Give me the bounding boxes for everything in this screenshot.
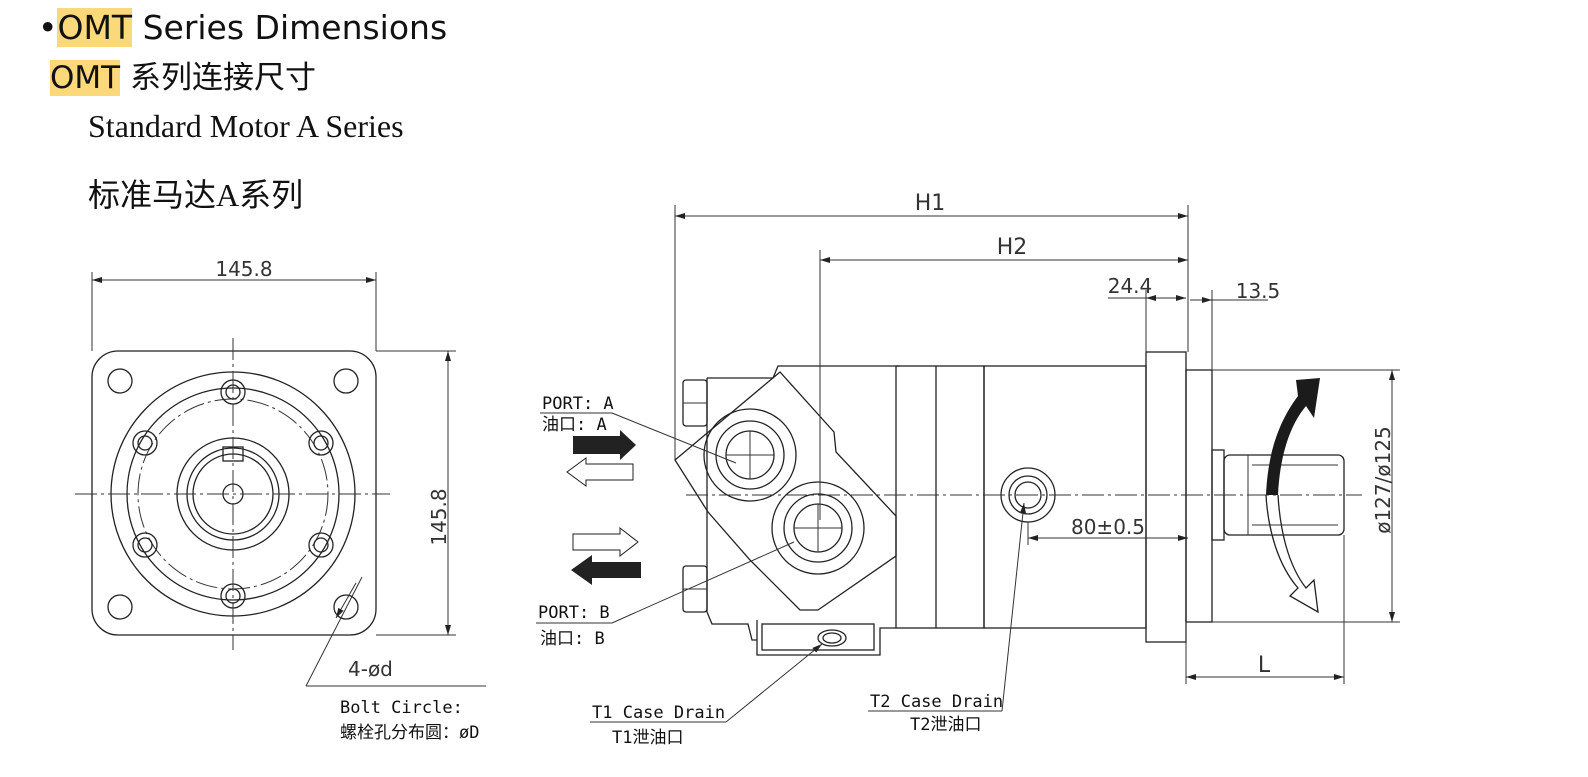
flange-dim: 24.4 <box>1108 274 1153 298</box>
flow-arrow-out-b <box>572 526 639 558</box>
port-a-label-cn: 油口: A <box>542 415 607 435</box>
flow-arrow-in-a <box>573 430 636 460</box>
standard-title-cn: 标准马达A系列 <box>88 177 304 213</box>
front-width-dim: 145.8 <box>215 257 272 281</box>
bullet: • <box>38 8 58 47</box>
side-view: H1 H2 24.4 13.5 80±0.5 ø127/ø125 L <box>536 191 1400 748</box>
pilot-dim: 13.5 <box>1236 279 1281 303</box>
corner-hole <box>107 368 133 394</box>
h1-dim: H1 <box>915 191 946 216</box>
front-height-dim: 145.8 <box>427 488 451 545</box>
series-title: •OMT Series Dimensions <box>38 8 447 47</box>
port-b-boss <box>771 481 865 575</box>
pilot-dia-dim: ø127/ø125 <box>1371 426 1395 534</box>
flange-outline <box>91 350 377 636</box>
port-b-label-cn: 油口: B <box>540 629 605 649</box>
mount-flange <box>1145 351 1187 643</box>
rotation-arrow-outline <box>1265 494 1319 614</box>
port-b-label: PORT: B <box>538 603 610 623</box>
series-cn-highlight: OMT <box>50 60 121 96</box>
t1-label-cn: T1泄油口 <box>612 728 683 748</box>
series-title-cn: OMT 系列连接尺寸 <box>50 52 316 97</box>
bolt-circle-label: Bolt Circle: <box>340 698 463 718</box>
series-highlight: OMT <box>57 8 133 47</box>
t1-label: T1 Case Drain <box>592 703 725 723</box>
corner-hole <box>107 594 133 620</box>
housing-body <box>983 365 1147 629</box>
hole-dim: 4-ød <box>348 657 393 681</box>
flow-arrow-out-a <box>566 457 634 487</box>
offset-dim: 80±0.5 <box>1071 515 1145 539</box>
t2-label: T2 Case Drain <box>870 692 1003 712</box>
port-a-boss <box>703 408 797 502</box>
series-cn-text: 系列连接尺寸 <box>120 60 316 96</box>
corner-hole <box>333 368 359 394</box>
bolt-circle-label-cn: 螺栓孔分布圆：øD <box>340 723 479 743</box>
shaft-length-dim: L <box>1258 653 1271 678</box>
port-a-label: PORT: A <box>542 394 614 414</box>
drain-block <box>756 620 896 656</box>
rear-cover <box>706 378 757 641</box>
standard-title: Standard Motor A Series <box>88 108 404 144</box>
t2-label-cn: T2泄油口 <box>910 715 981 735</box>
series-title-text: Series Dimensions <box>132 8 448 47</box>
port-block <box>674 371 897 611</box>
front-view: 145.8 145.8 4-ød Bolt Circle: 螺栓孔分布圆：øD <box>75 257 486 743</box>
corner-hole <box>333 594 359 620</box>
h2-dim: H2 <box>997 235 1028 260</box>
flow-arrow-in-b <box>571 555 641 585</box>
t1-drain <box>817 629 847 647</box>
rotation-arrow-solid <box>1266 378 1320 495</box>
housing-section <box>895 365 985 629</box>
pilot <box>1185 369 1213 623</box>
